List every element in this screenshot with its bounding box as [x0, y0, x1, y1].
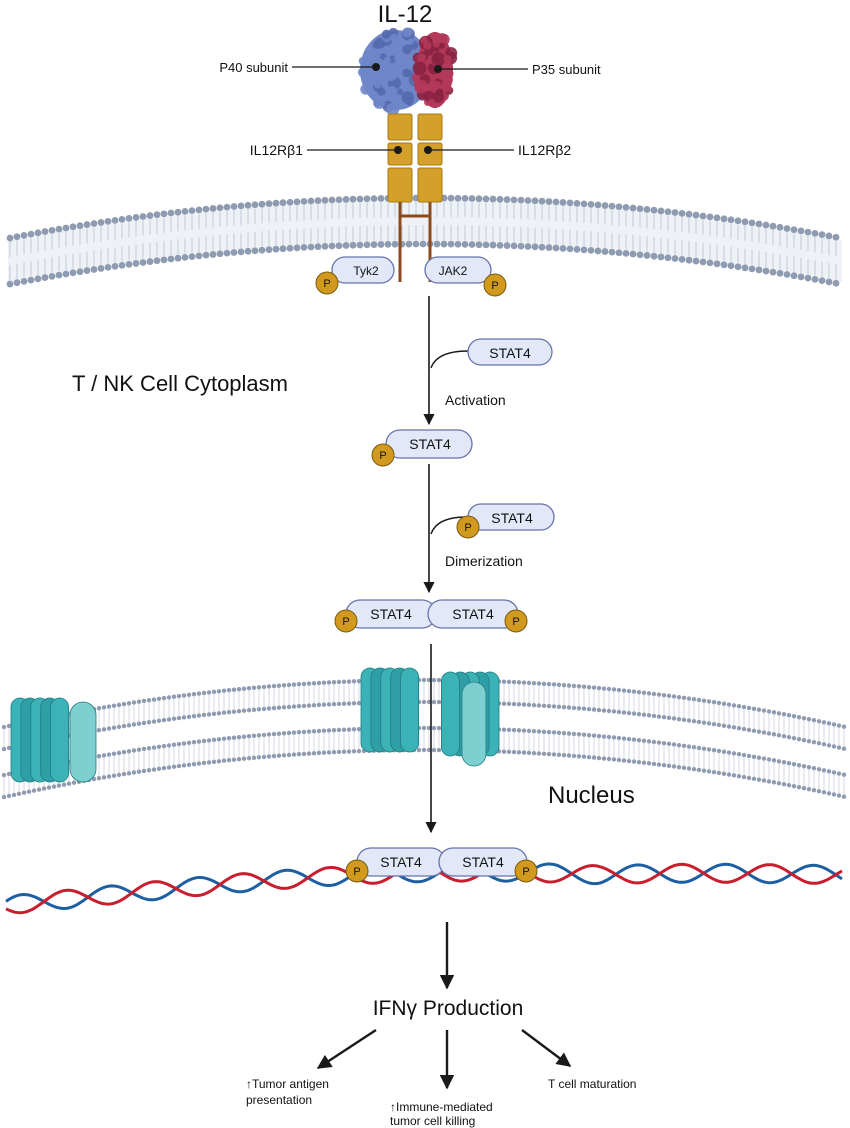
svg-text:P: P — [353, 866, 360, 878]
svg-text:STAT4: STAT4 — [489, 345, 531, 361]
il12rb2-chain — [417, 113, 443, 203]
svg-text:P: P — [379, 450, 386, 462]
stat4-dimer: STAT4 STAT4 P P — [334, 599, 528, 633]
svg-text:P: P — [491, 280, 498, 292]
nuclear-envelope — [1, 677, 847, 800]
cytoplasm-label: T / NK Cell Cytoplasm — [72, 371, 288, 396]
dimerization-branch — [430, 516, 467, 535]
svg-text:P: P — [342, 616, 349, 628]
p35-subunit-protein — [412, 32, 458, 108]
nuclear-pores — [10, 667, 500, 783]
svg-text:STAT4: STAT4 — [409, 436, 451, 452]
phosphate-icon: P — [315, 271, 339, 295]
tyk2-kinase: Tyk2 P — [315, 256, 395, 295]
plasma-membrane — [6, 194, 842, 288]
svg-text:Tyk2: Tyk2 — [353, 264, 379, 278]
effect-arrow-maturation — [521, 1029, 572, 1067]
svg-text:STAT4: STAT4 — [370, 606, 412, 622]
effect-immune-killing-line1: ↑Immune-mediated — [390, 1100, 493, 1114]
effect-tumor-antigen-line2: presentation — [246, 1093, 312, 1107]
svg-text:JAK2: JAK2 — [439, 264, 468, 278]
il12rb2-label: IL12Rβ2 — [518, 142, 571, 158]
phosphate-icon: P — [514, 859, 538, 883]
nucleus-label: Nucleus — [548, 782, 635, 809]
phosphate-icon: P — [371, 443, 395, 467]
stat4-phosphorylated: STAT4 P — [371, 429, 473, 467]
phosphate-icon: P — [483, 273, 507, 297]
phosphate-icon: P — [504, 609, 528, 633]
svg-text:P: P — [522, 866, 529, 878]
svg-text:STAT4: STAT4 — [380, 854, 422, 870]
il12rb1-chain — [387, 113, 413, 203]
stat4-phosphorylated-incoming: STAT4 P — [456, 503, 555, 539]
stat4-dimer-dna-bound: STAT4 STAT4 P P — [345, 847, 538, 883]
effect-tumor-antigen-line1: ↑Tumor antigen — [246, 1077, 329, 1091]
il12-title: IL-12 — [378, 1, 433, 28]
ifng-production-label: IFNγ Production — [373, 997, 524, 1020]
svg-text:P: P — [464, 522, 471, 534]
il12-receptor — [387, 113, 443, 282]
svg-text:P: P — [512, 616, 519, 628]
p40-subunit-label: P40 subunit — [219, 60, 288, 75]
il12rb1-label: IL12Rβ1 — [250, 142, 303, 158]
activation-label: Activation — [445, 392, 506, 408]
svg-text:STAT4: STAT4 — [491, 510, 533, 526]
jak2-kinase: JAK2 P — [424, 256, 507, 297]
activation-branch — [430, 350, 469, 369]
phosphate-icon: P — [334, 609, 358, 633]
svg-text:STAT4: STAT4 — [462, 854, 504, 870]
il12-ligand — [357, 27, 458, 116]
p35-subunit-label: P35 subunit — [532, 62, 601, 77]
svg-text:P: P — [323, 278, 330, 290]
phosphate-icon: P — [345, 859, 369, 883]
svg-text:STAT4: STAT4 — [452, 606, 494, 622]
stat4-unphosphorylated: STAT4 — [467, 338, 553, 366]
effect-immune-killing-line2: tumor cell killing — [390, 1114, 475, 1128]
effect-t-cell-maturation: T cell maturation — [548, 1077, 636, 1091]
dimerization-label: Dimerization — [445, 553, 523, 569]
effect-arrow-antigen — [316, 1028, 377, 1070]
phosphate-icon: P — [456, 515, 480, 539]
